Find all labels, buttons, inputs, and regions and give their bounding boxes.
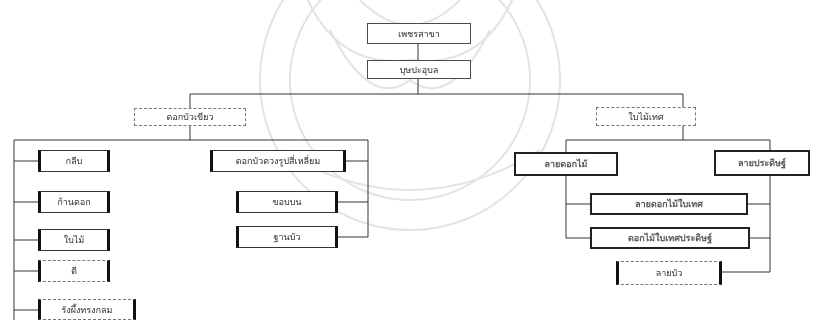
node-left-col-1: กลีบ: [38, 150, 110, 172]
node-level1: บุษปะอุบล: [367, 60, 471, 79]
node-right-center-3: ลายบัว: [616, 261, 722, 285]
node-right-col-3: ฐานบัว: [236, 226, 338, 248]
node-right-col-2: ขอบบน: [236, 191, 338, 213]
node-right-left-sub: ลายดอกไม้: [514, 152, 618, 176]
node-left-col-3: ใบไม้: [38, 229, 110, 251]
node-right-center-1: ลายดอกไม้ใบเทศ: [590, 193, 748, 215]
node-right-head: ใบไม้เทศ: [596, 107, 696, 126]
node-left-col-4: ดี: [38, 260, 110, 282]
node-left-col-2: ก้านดอก: [38, 191, 110, 213]
node-left-col-5: รังผึ้งทรงกลม: [38, 299, 136, 320]
node-right-col-1: ดอกบัวดวงรูปสี่เหลี่ยม: [210, 150, 346, 172]
node-right-right-sub: ลายประดิษฐ์: [714, 150, 810, 176]
node-right-center-2: ดอกไม้ใบเทศประดิษฐ์: [590, 227, 750, 249]
node-left-head: ดอกบัวเขียว: [134, 108, 246, 126]
node-root: เพชรสาขา: [367, 23, 471, 44]
